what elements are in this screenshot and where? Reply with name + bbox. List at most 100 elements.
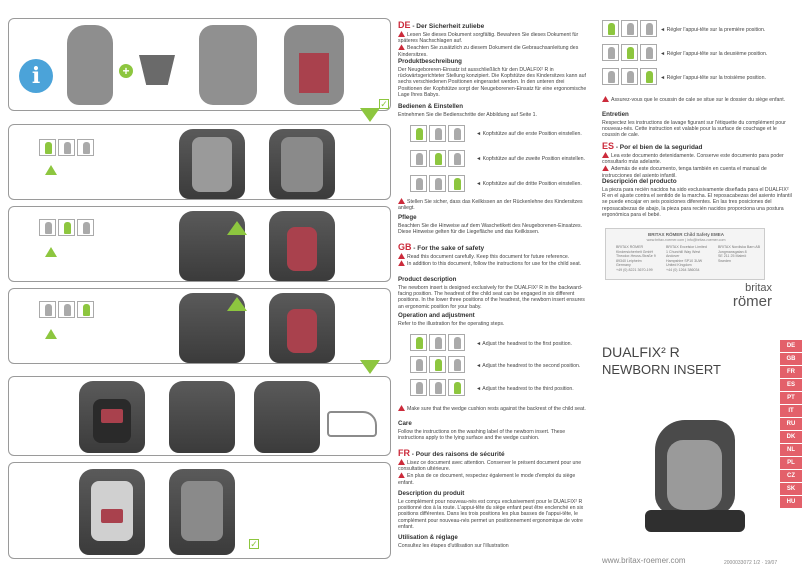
section-de-heading: DE - Der Sicherheit zuliebe: [398, 20, 485, 30]
warning-icon: [398, 253, 405, 259]
down-arrow-icon: [360, 360, 380, 374]
fr-step1-icons: [602, 20, 657, 37]
warning-icon: [602, 96, 609, 102]
wedge-cushion-image: [139, 55, 175, 85]
fr-step3: ◄ Régler l'appui-tête sur la troisième p…: [660, 75, 766, 81]
insert-image: [287, 309, 317, 353]
warning-icon: [398, 31, 405, 37]
lang-tab[interactable]: FR: [780, 366, 802, 378]
fr-wedge-note: Assurez-vous que le coussin de cale se s…: [602, 96, 792, 103]
de-operation-title: Bedienen & Einstellen: [398, 103, 463, 110]
de-step3-icons: [410, 175, 465, 192]
de-step2-icons: [410, 150, 465, 167]
fr-step2: ◄ Régler l'appui-tête sur la deuxième po…: [660, 51, 768, 57]
de-wedge-note: Stellen Sie sicher, dass das Keilkissen …: [398, 198, 583, 212]
up-arrow-icon: [45, 247, 57, 257]
up-arrow-icon: [45, 165, 57, 175]
lang-tab[interactable]: RU: [780, 418, 802, 430]
panel-position-2: [8, 206, 391, 282]
de-product-text: Der Neugeboreren-Einsatz ist ausschließl…: [398, 67, 587, 98]
gb-step3-icons: [410, 379, 465, 396]
footer-code: 2000033072 1/2 · 19/07: [724, 560, 778, 566]
gb-step2-icons: [410, 356, 465, 373]
gb-care-text: Follow the instructions on the washing l…: [398, 429, 566, 442]
warning-icon: [398, 198, 405, 204]
gb-warnings: Read this document carefully. Keep this …: [398, 253, 588, 267]
headrest-position-1-icons: [39, 139, 94, 156]
fr-step3-icons: [602, 68, 657, 85]
lang-tab[interactable]: GB: [780, 353, 802, 365]
gb-wedge-note: Make sure that the wedge cushion rests a…: [398, 405, 588, 412]
insert-image: [281, 137, 323, 192]
check-icon: ✓: [379, 99, 389, 109]
wedge-placement-detail: [101, 509, 123, 523]
warning-icon: [398, 472, 405, 479]
product-subtitle: NEWBORN INSERT: [602, 362, 721, 377]
gb-step1: ◄ Adjust the headrest to the first posit…: [476, 341, 572, 347]
gb-step3: ◄ Adjust the headrest to the third posit…: [476, 386, 574, 392]
product-name: DUALFIX² R: [602, 344, 680, 360]
panel-position-1: [8, 124, 391, 200]
gb-care-title: Care: [398, 420, 412, 427]
fr-operation-text: Consultez les étapes d'utilisation sur l…: [398, 543, 509, 549]
lang-tab[interactable]: IT: [780, 405, 802, 417]
fr-warnings: Lisez ce document avec attention. Conser…: [398, 459, 582, 486]
de-step1-icons: [410, 125, 465, 142]
warning-icon: [398, 405, 405, 411]
gb-product-title: Product description: [398, 276, 457, 283]
de-step1: ◄ Kopfstütze auf die erste Position eins…: [476, 131, 582, 137]
lang-tab[interactable]: SK: [780, 483, 802, 495]
up-arrow-icon: [227, 297, 247, 311]
de-warnings: Lesen Sie dieses Dokument sorgfältig. Be…: [398, 31, 579, 58]
panel-position-3: [8, 288, 391, 364]
lang-tab[interactable]: PT: [780, 392, 802, 404]
panel-final: ✓: [8, 462, 391, 559]
insert-fold-image: [199, 25, 257, 105]
contact-header: BRITAX RÖMER Child Safety EMEA: [648, 232, 724, 237]
headrest-position-3-icons: [39, 301, 94, 318]
child-seat-image: [169, 381, 235, 453]
check-icon: ✓: [249, 539, 259, 549]
lang-tab[interactable]: NL: [780, 444, 802, 456]
fr-step2-icons: [602, 44, 657, 61]
fr-care-text: Respectez les instructions de lavage fig…: [602, 120, 786, 139]
gb-product-text: The newborn insert is designed exclusive…: [398, 285, 585, 310]
lang-tab[interactable]: DK: [780, 431, 802, 443]
lang-tab[interactable]: CZ: [780, 470, 802, 482]
lang-tab[interactable]: DE: [780, 340, 802, 352]
brand-britax: britax: [745, 282, 772, 294]
warning-icon: [602, 165, 609, 172]
plus-icon: +: [119, 64, 133, 78]
gb-step1-icons: [410, 334, 465, 351]
headrest-position-2-icons: [39, 219, 94, 236]
lang-tab[interactable]: ES: [780, 379, 802, 391]
es-product-text: La pieza para recién nacidos ha sido exc…: [602, 187, 792, 218]
fr-product-title: Description du produit: [398, 490, 465, 497]
fr-care-title: Entretien: [602, 111, 629, 118]
up-arrow-icon: [45, 329, 57, 339]
de-operation-text: Entnehmen Sie die Bedienschritte der Abb…: [398, 112, 538, 118]
section-fr-heading: FR - Pour des raisons de sécurité: [398, 448, 505, 458]
product-image: [645, 420, 750, 538]
lang-tab[interactable]: PL: [780, 457, 802, 469]
lang-tab[interactable]: HU: [780, 496, 802, 508]
insert-back-pad: [299, 53, 329, 93]
brand-logo: britax römer: [712, 282, 772, 310]
section-gb-heading: GB - For the sake of safety: [398, 242, 485, 252]
contact-url: www.britax-roemer.com | info@britax-roem…: [646, 238, 726, 242]
up-arrow-icon: [227, 221, 247, 235]
footer-url: www.britax-roemer.com: [602, 556, 686, 565]
down-arrow-icon: [360, 108, 380, 122]
insert-image: [181, 481, 223, 541]
es-warnings: Lea este documento detenidamente. Conser…: [602, 152, 784, 179]
panel-fit-insert: [8, 376, 391, 456]
warning-icon: [602, 152, 609, 158]
contact-box: BRITAX RÖMER Child Safety EMEA www.brita…: [605, 228, 765, 280]
de-care-title: Pflege: [398, 214, 417, 221]
child-seat-image: [254, 381, 320, 453]
gb-step2: ◄ Adjust the headrest to the second posi…: [476, 363, 581, 369]
insert-image: [192, 137, 232, 192]
